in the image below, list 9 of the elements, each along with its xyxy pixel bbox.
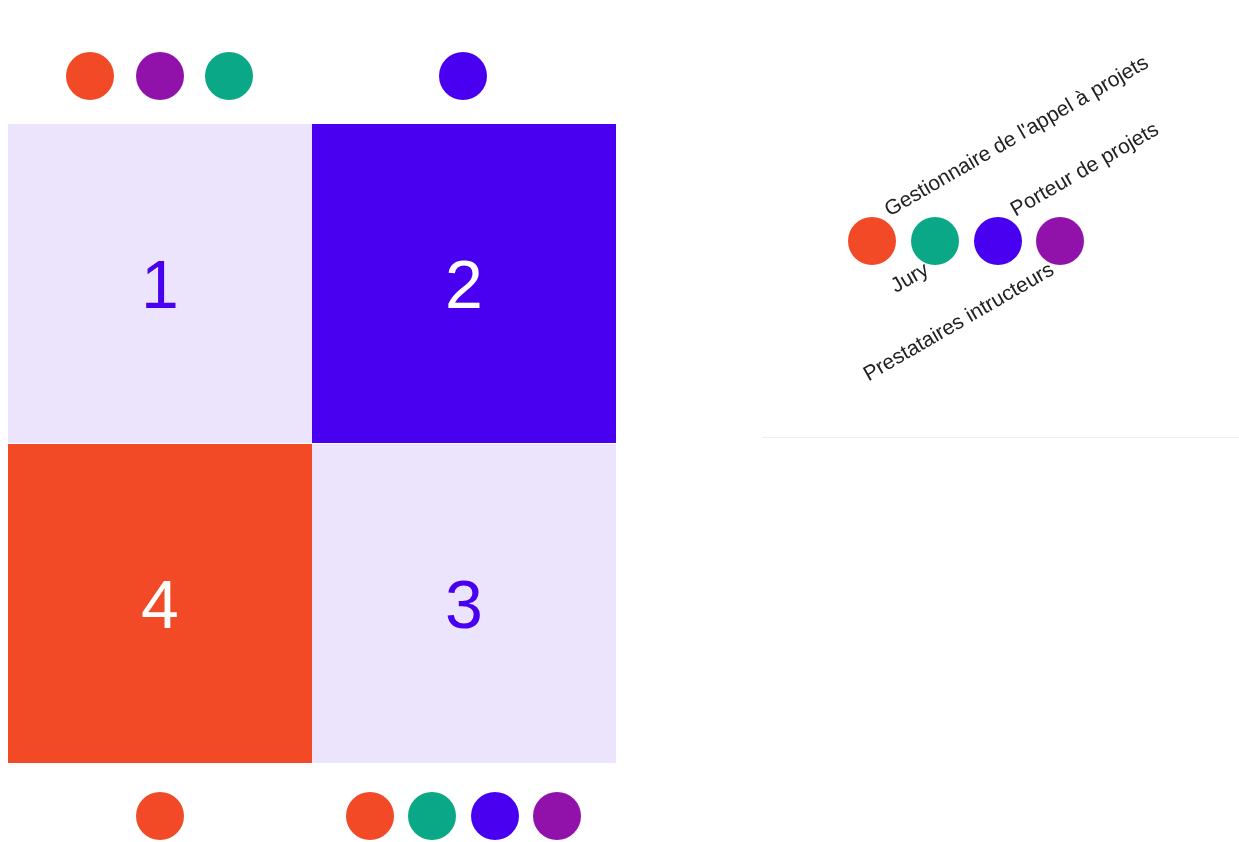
quadrant-number: 1 <box>141 249 179 318</box>
quadrant-tile <box>312 124 616 443</box>
quadrant-tile <box>312 444 616 763</box>
quadrant-number: 3 <box>445 569 483 638</box>
quadrant-tile <box>8 124 312 443</box>
quadrant-number: 4 <box>141 569 179 638</box>
quadrant-tile <box>8 444 312 763</box>
quadrant-number: 2 <box>445 249 483 318</box>
legend-label: Jury <box>886 257 933 298</box>
